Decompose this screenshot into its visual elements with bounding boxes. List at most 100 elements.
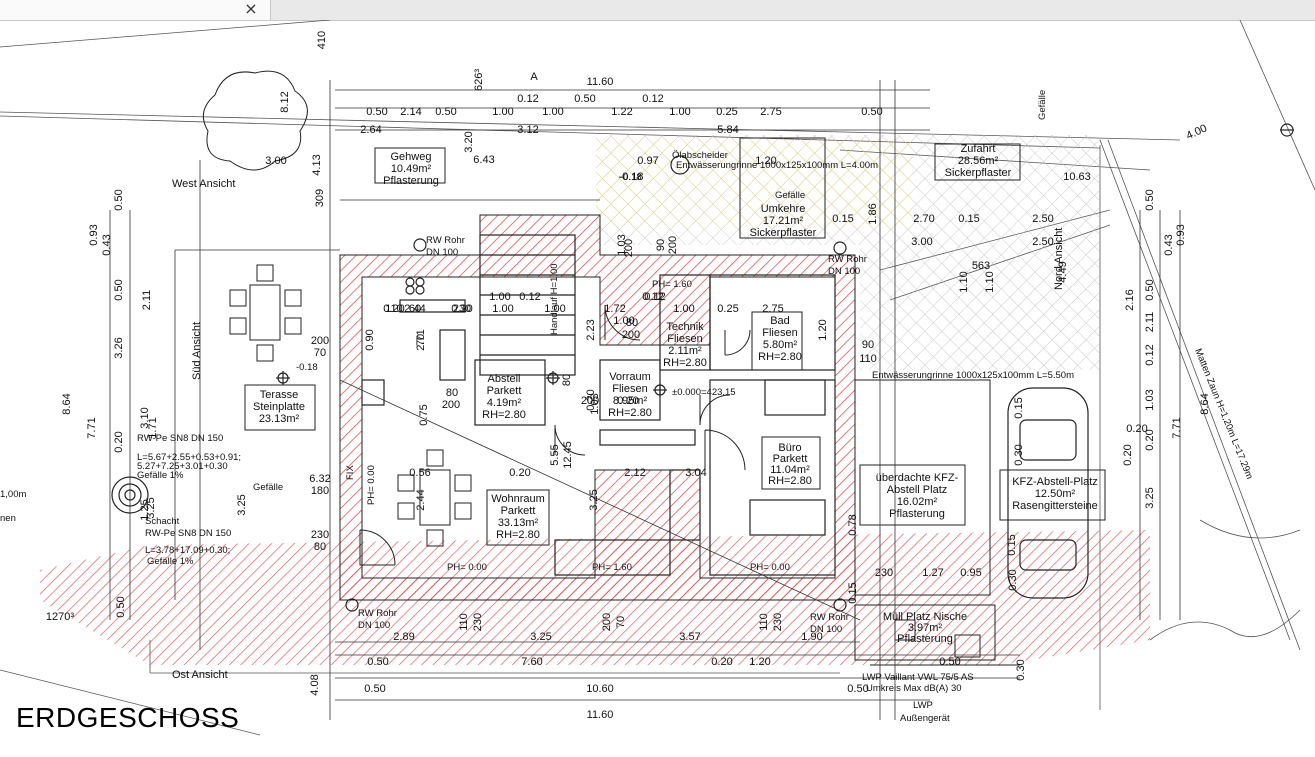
dimension-right: 0.50 [1144,189,1156,210]
dimension-plan: 70 [314,347,326,359]
dimension-plan: 0.78 [847,514,859,535]
dimension-plan: 0.20 [451,303,472,315]
document-tab[interactable]: × [0,0,271,20]
dimension-bottom: 0.50 [847,683,868,695]
annotation-haa: Handlauf H=1.00 [549,263,560,335]
dimension-right: 7.71 [1171,417,1183,438]
dimension-bottom: 3.57 [679,631,700,643]
car [1007,387,1089,599]
dimension-top: 3.00 [265,155,286,167]
room-label-technik: RH=2.80 [663,357,707,369]
room-label-buero: Büro [778,442,801,454]
annotation-rw1b: DN 100 [426,247,458,258]
room-label-terasse: 23.13m² [259,413,300,425]
dimension-bottom: 0.20 [711,656,732,668]
annotation-rw3b: DN 100 [358,620,390,631]
dimension-lines [109,80,1181,720]
dimension-right: 8.64 [1199,393,1211,414]
room-label-muell: Müll Platz Nische [883,611,967,623]
dimension-plan: 2.44 [415,489,427,510]
dimension-top: 0.15 [832,213,853,225]
dimension-left: 8.64 [61,393,73,414]
dimension-right: 0.93 [1175,224,1187,245]
floor-plan: Gehweg10.49m²PflasterungZufahrt28.56m²Si… [0,20,1315,736]
dimension-top: 1.00 [492,106,513,118]
room-label-abstell: Abstell [487,373,520,385]
dimension-plan: 90 [862,339,874,351]
room-label-wohnraum: Parkett [501,505,536,517]
dimension-bottom: 70 [615,616,627,628]
dimension-plan: 60 [409,303,421,315]
annotation-ph160_b: PH= 1.60 [652,279,692,290]
dimension-plan: 1.27 [922,567,943,579]
annotation-oel: Ölabscheider [672,150,728,161]
annotation-gefaelle3: Gefälle [1037,90,1048,120]
dimension-plan: 1.00 [489,291,510,303]
room-label-vorraum: Fliesen [612,383,647,395]
dimension-plan: 200 [667,236,679,254]
dimension-plan: 110 [859,353,877,365]
dimension-top: 6.43 [473,154,494,166]
dimension-plan: 200 [442,399,460,411]
annotation-rw4b: DN 100 [810,624,842,635]
dimension-top: 2.70 [913,213,934,225]
dining-table-terrace [229,264,472,547]
dimension-plan: 0.15 [847,582,859,603]
dimension-top: 1.00 [542,106,563,118]
dimension-plan: 70 [415,334,427,346]
dimension-plan: 2.71 [415,329,427,350]
dimension-left: 3.26 [113,337,125,358]
room-label-abstell: RH=2.80 [482,409,526,421]
dimension-bottom: 0.50 [367,656,388,668]
dimension-plan: 0.20 [585,389,597,410]
dimension-right: 4.49 [1057,261,1069,282]
dimension-plan: 1.00 [613,315,634,327]
annotation-nen: nen [0,513,16,524]
annotation-rwpe2b: L=3.78+17.09+0.30; [145,545,230,556]
annotation-rw2: RW Rohr [828,254,867,265]
umkehre-area [860,245,1100,370]
dimension-right: 1.03 [1144,389,1156,410]
dimension-plan: 0.75 [418,404,430,425]
annotation-ph160_a: PH= 1.60 [592,562,632,573]
dimension-bottom: 1.20 [749,656,770,668]
room-label-technik: Technik [666,321,704,333]
close-tab-button[interactable]: × [244,0,258,18]
dimension-right: 0.50 [1144,279,1156,300]
dimension-bottom: 7.60 [521,656,542,668]
room-label-kfz-abstell: 12.50m² [1035,488,1076,500]
dimension-plan: 0.20 [1126,423,1147,435]
dimension-plan: 2.75 [762,303,783,315]
room-label-vorraum: Vorraum [609,371,651,383]
room-label-zufahrt: Sickerpflaster [945,167,1012,179]
dimension-right: 0.12 [1144,344,1156,365]
dimension-top: 410 [316,31,328,49]
dimension-left: 7.71 [86,417,98,438]
room-label-vorraum: 8.95m² [613,395,648,407]
dimension-top: 0.97 [637,155,658,167]
view-label: Süd Ansicht [191,322,203,380]
dimension-top: 563 [972,260,990,272]
dimension-plan: 200 [623,239,635,257]
annotation-minus018_a: -0.18 [296,362,318,373]
dimension-right: 0.43 [1163,234,1175,255]
dimension-bottom: 11.60 [587,709,614,721]
dimension-top: 3.12 [517,124,538,136]
dimension-bottom: 0.30 [1015,659,1027,680]
dimension-bottom: 200 [601,613,613,631]
dimension-plan: 1.72 [604,303,625,315]
dimension-bottom: 0.50 [939,656,960,668]
dimension-bottom: 1270³ [46,611,74,623]
view-label: Ost Ansicht [172,669,228,681]
dimension-top: 0.25 [716,106,737,118]
dimension-right: 1.10 [958,271,970,292]
annotation-rw4: RW Rohr [810,612,849,623]
room-label-technik: Fliesen [667,333,702,345]
dimension-bottom: 3.25 [530,631,551,643]
interior [361,234,836,576]
dimension-plan: 1.20 [817,319,829,340]
dimension-plan: 0.20 [509,467,530,479]
dimension-right: 3.25 [1144,487,1156,508]
room-label-bad: Fliesen [762,327,797,339]
dimension-plan: 0.56 [409,467,430,479]
